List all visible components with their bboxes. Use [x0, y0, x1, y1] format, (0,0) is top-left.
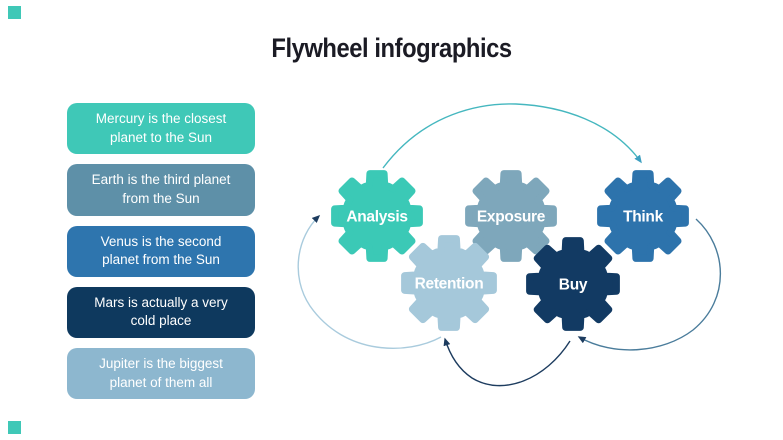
- gear-retention: Retention: [401, 235, 497, 331]
- flow-arrow-analysis-to-think: [382, 103, 642, 169]
- fact-text: Venus is the second planet from the Sun: [100, 233, 222, 268]
- gear-icon: [526, 237, 620, 331]
- gear-label: Analysis: [346, 209, 407, 226]
- fact-card-mars: Mars is actually a very cold place: [67, 286, 255, 338]
- gear-label: Exposure: [477, 209, 546, 226]
- gear-label: Think: [623, 209, 664, 226]
- corner-accent-square-top-left: [8, 6, 21, 19]
- flow-arrow-retention-to-analysis: [297, 214, 442, 349]
- flow-arrow-think-to-buy: [577, 218, 722, 351]
- fact-text: Mars is actually a very cold place: [94, 294, 228, 329]
- gear-analysis: Analysis: [331, 170, 423, 262]
- fact-text: Mercury is the closest planet to the Sun: [95, 111, 227, 145]
- gear-exposure: Exposure: [465, 170, 557, 262]
- page-title-text: Flywheel infographics: [271, 33, 512, 63]
- facts-list: Mercury is the closest planet to the Sun…: [67, 103, 255, 400]
- page-title: Flywheel infographics: [0, 33, 783, 64]
- gear-icon: [331, 170, 423, 262]
- fact-card-mercury: Mercury is the closest planet to the Sun: [67, 103, 255, 155]
- fact-card-venus: Venus is the second planet from the Sun: [67, 225, 255, 277]
- gear-icon: [465, 170, 557, 262]
- fact-card-jupiter: Jupiter is the biggest planet of them al…: [67, 348, 255, 400]
- corner-accent-square-bottom-left: [8, 421, 21, 434]
- gear-think: Think: [597, 170, 689, 262]
- gear-label: Retention: [415, 276, 484, 293]
- fact-text: Jupiter is the biggest planet of them al…: [99, 356, 223, 390]
- fact-card-earth: Earth is the third planet from the Sun: [67, 164, 255, 216]
- fact-text: Earth is the third planet from the Sun: [91, 172, 231, 206]
- flow-arrow-buy-to-retention: [443, 337, 571, 387]
- gear-icon: [401, 235, 497, 331]
- gear-label: Buy: [559, 277, 588, 294]
- gear-icon: [597, 170, 689, 262]
- gear-buy: Buy: [526, 237, 620, 331]
